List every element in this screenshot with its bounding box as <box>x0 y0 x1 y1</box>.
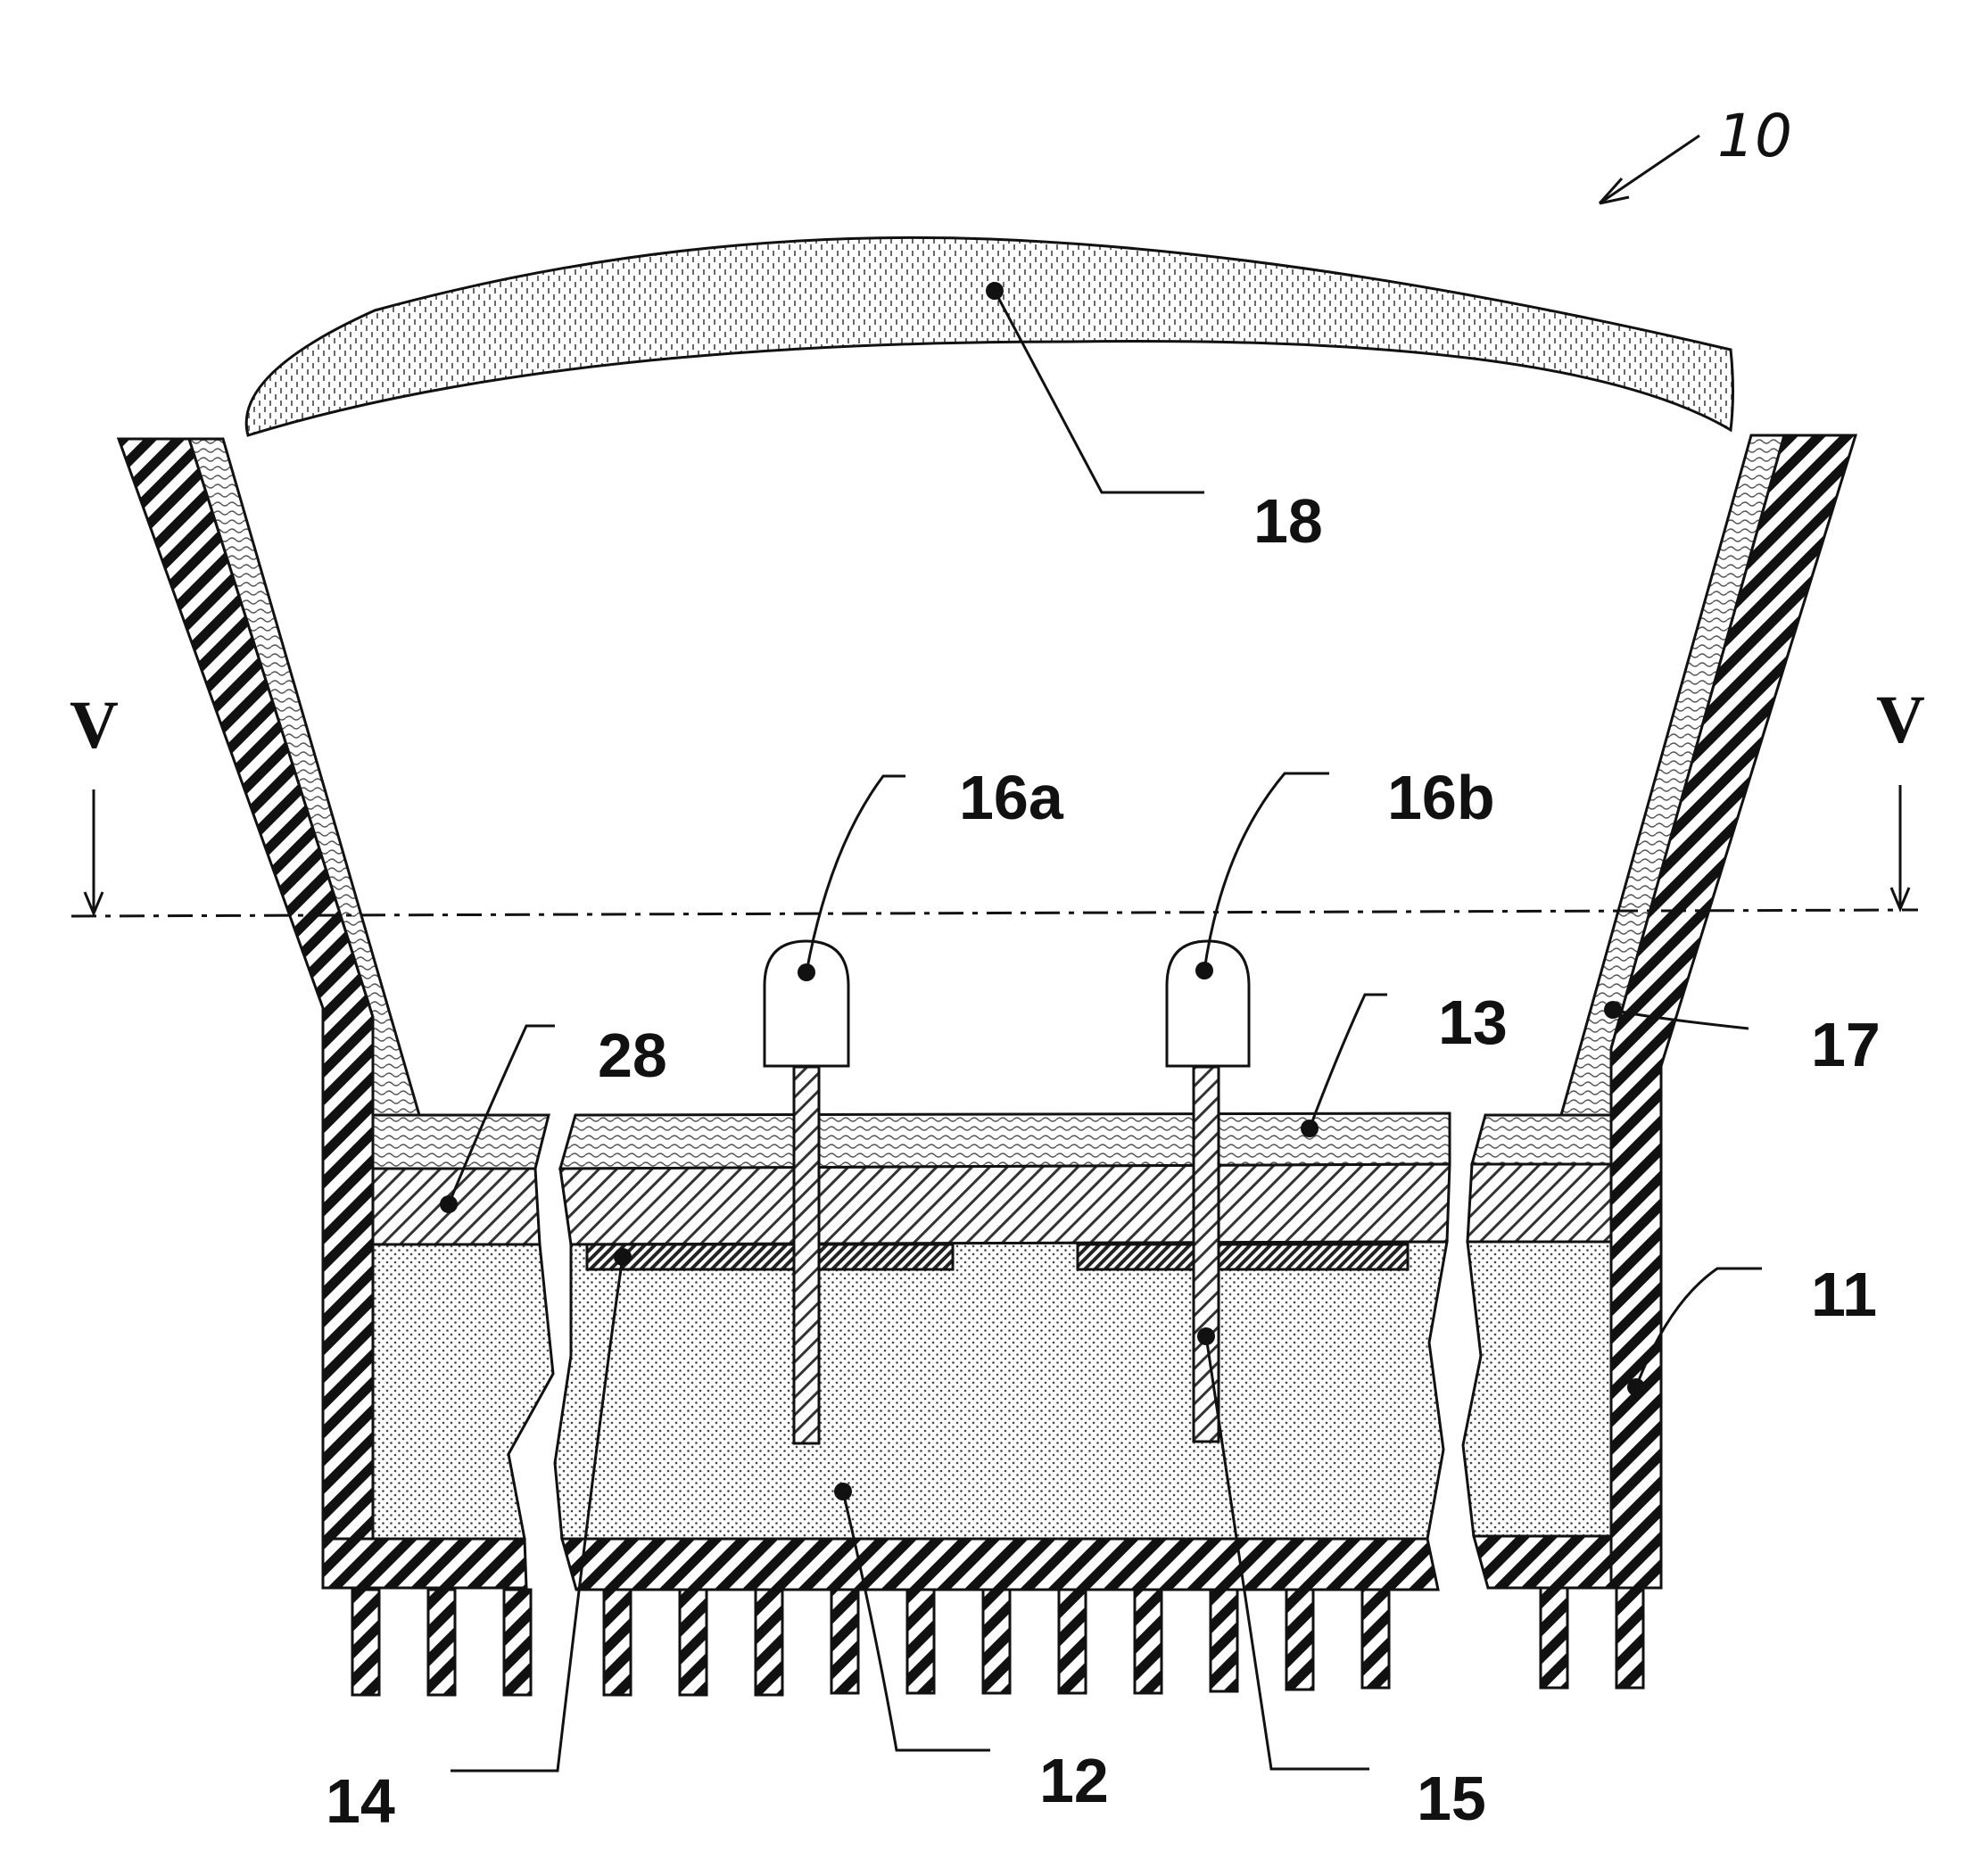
board-segment-right <box>1463 1115 1611 1588</box>
figure-ref-group: 10 <box>1600 102 1792 203</box>
led-16a-lead <box>794 1067 819 1443</box>
right-dot-core <box>1463 1242 1611 1536</box>
leader-line-16b <box>1204 773 1329 971</box>
label-12: 12 <box>1039 1746 1109 1815</box>
fin <box>1362 1590 1389 1688</box>
left-base-plate <box>323 1539 526 1588</box>
fin <box>756 1590 782 1695</box>
label-13: 13 <box>1438 988 1508 1057</box>
center-dot-core <box>555 1242 1447 1539</box>
board-segment-center <box>555 1113 1450 1590</box>
center-base-plate <box>562 1539 1438 1590</box>
fin <box>352 1590 379 1695</box>
label-28: 28 <box>598 1021 667 1090</box>
led-16b-lead <box>1194 1067 1219 1442</box>
fin <box>983 1590 1010 1693</box>
fin <box>907 1590 934 1693</box>
label-15: 15 <box>1417 1764 1486 1833</box>
figure-ref-arrowhead <box>1600 178 1629 203</box>
fin <box>1541 1588 1567 1688</box>
fin <box>428 1590 455 1695</box>
figure-ref-number: 10 <box>1717 102 1792 170</box>
center-wavy-layer <box>560 1113 1450 1169</box>
left-wavy-layer <box>373 1115 549 1169</box>
trace-pad-right <box>1078 1244 1408 1269</box>
center-hatch-layer <box>560 1164 1450 1244</box>
label-11: 11 <box>1811 1260 1877 1329</box>
left-dot-core <box>373 1244 553 1539</box>
fin <box>504 1590 531 1695</box>
section-marker-right: V <box>1876 682 1925 757</box>
fin <box>1059 1590 1086 1693</box>
right-base-plate <box>1474 1536 1611 1588</box>
heat-sink-fins <box>352 1588 1643 1695</box>
label-16b: 16b <box>1387 763 1495 832</box>
section-marker-left: V <box>70 688 119 763</box>
fin <box>1286 1590 1313 1690</box>
fin <box>1135 1590 1162 1693</box>
figure-ref-arrow <box>1600 136 1699 203</box>
fin <box>604 1590 631 1695</box>
right-hatch-layer <box>1468 1164 1611 1242</box>
fin <box>831 1590 858 1693</box>
right-wavy-layer <box>1472 1115 1611 1164</box>
led-16a-dome <box>765 941 848 1066</box>
label-18: 18 <box>1253 486 1323 556</box>
fin <box>680 1590 707 1695</box>
leader-line-13 <box>1310 995 1387 1128</box>
label-14: 14 <box>326 1766 395 1836</box>
trace-pad-left <box>587 1244 953 1269</box>
fin <box>1616 1588 1643 1688</box>
lens-cover <box>246 237 1732 435</box>
led-16b-dome <box>1167 941 1249 1066</box>
label-17: 17 <box>1811 1010 1881 1079</box>
label-16a: 16a <box>959 763 1064 832</box>
fin <box>1211 1590 1237 1691</box>
